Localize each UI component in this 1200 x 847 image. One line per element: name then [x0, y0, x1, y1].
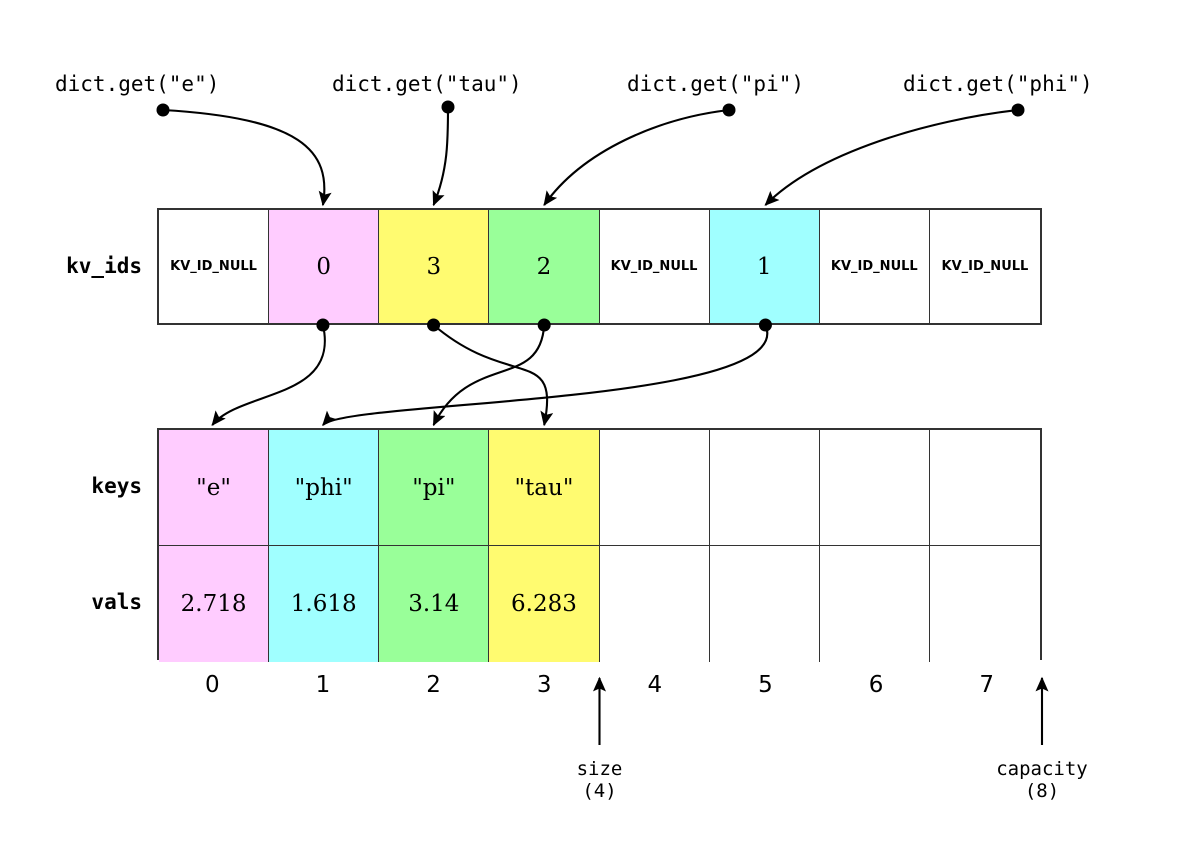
kv-ids-cell-4: KV_ID_NULL [599, 210, 710, 323]
call-dot-e [156, 103, 170, 117]
keys-cell-5 [709, 430, 820, 545]
wire-call-pi [543, 108, 730, 207]
vals-cell-6 [819, 546, 930, 662]
kv-ids-cell-3: 2 [489, 210, 600, 323]
kv-ids-cell-2: 3 [379, 210, 490, 323]
keys-cell-4 [599, 430, 710, 545]
wire-slot-1-to-key-0 [211, 324, 326, 426]
index-label-1: 1 [315, 672, 331, 698]
kv-ids-cell-0: KV_ID_NULL [159, 210, 270, 323]
index-label-4: 4 [647, 672, 663, 698]
vals-cell-7 [929, 546, 1040, 662]
keys-cell-1: "phi" [269, 430, 380, 545]
index-label-6: 6 [868, 672, 884, 698]
vals-cell-0: 2.718 [159, 546, 270, 662]
wire-call-tau [432, 106, 450, 207]
keys-cell-3: "tau" [489, 430, 600, 545]
row-label-kv-ids: kv_ids [66, 254, 142, 278]
marker-size-value: (4) [582, 780, 617, 802]
index-label-7: 7 [979, 672, 994, 698]
row-label-keys: keys [91, 474, 142, 498]
wire-slot-3-to-key-2 [432, 324, 546, 427]
call-label-phi: dict.get("phi") [903, 72, 1093, 96]
keys-cell-6 [819, 430, 930, 545]
kv-ids-cell-6: KV_ID_NULL [819, 210, 930, 323]
row-label-vals: vals [91, 590, 142, 614]
call-label-pi: dict.get("pi") [627, 72, 805, 96]
index-label-3: 3 [536, 672, 552, 698]
call-dot-phi [1011, 103, 1025, 117]
kv-ids-cell-5: 1 [709, 210, 820, 323]
marker-size-label: size [576, 758, 623, 780]
keys-cell-7 [929, 430, 1040, 545]
vals-cell-4 [599, 546, 710, 662]
keys-cell-0: "e" [159, 430, 270, 545]
wire-slot-5-to-key-1 [322, 324, 769, 426]
index-label-0: 0 [204, 672, 220, 698]
vals-cell-5 [709, 546, 820, 662]
vals-cell-3: 6.283 [489, 546, 600, 662]
kv-ids-cell-7: KV_ID_NULL [929, 210, 1040, 323]
call-dot-pi [722, 103, 736, 117]
wire-slot-2-to-key-3 [432, 324, 554, 427]
keys-cell-2: "pi" [379, 430, 490, 545]
marker-size: size(4) [520, 758, 680, 802]
index-label-2: 2 [426, 672, 441, 698]
kv-ids-cell-1: 0 [269, 210, 380, 323]
marker-capacity-label: capacity [996, 758, 1088, 780]
wire-call-e [162, 108, 332, 207]
wire-call-phi [764, 108, 1019, 206]
marker-capacity: capacity(8) [962, 758, 1122, 802]
call-label-tau: dict.get("tau") [332, 72, 522, 96]
call-dot-tau [441, 100, 455, 114]
vals-cell-1: 1.618 [269, 546, 380, 662]
index-label-5: 5 [758, 672, 773, 698]
call-label-e: dict.get("e") [55, 72, 220, 96]
marker-capacity-value: (8) [1024, 780, 1060, 802]
keys-array: "e""phi""pi""tau" [159, 430, 1040, 546]
vals-cell-2: 3.14 [379, 546, 490, 662]
